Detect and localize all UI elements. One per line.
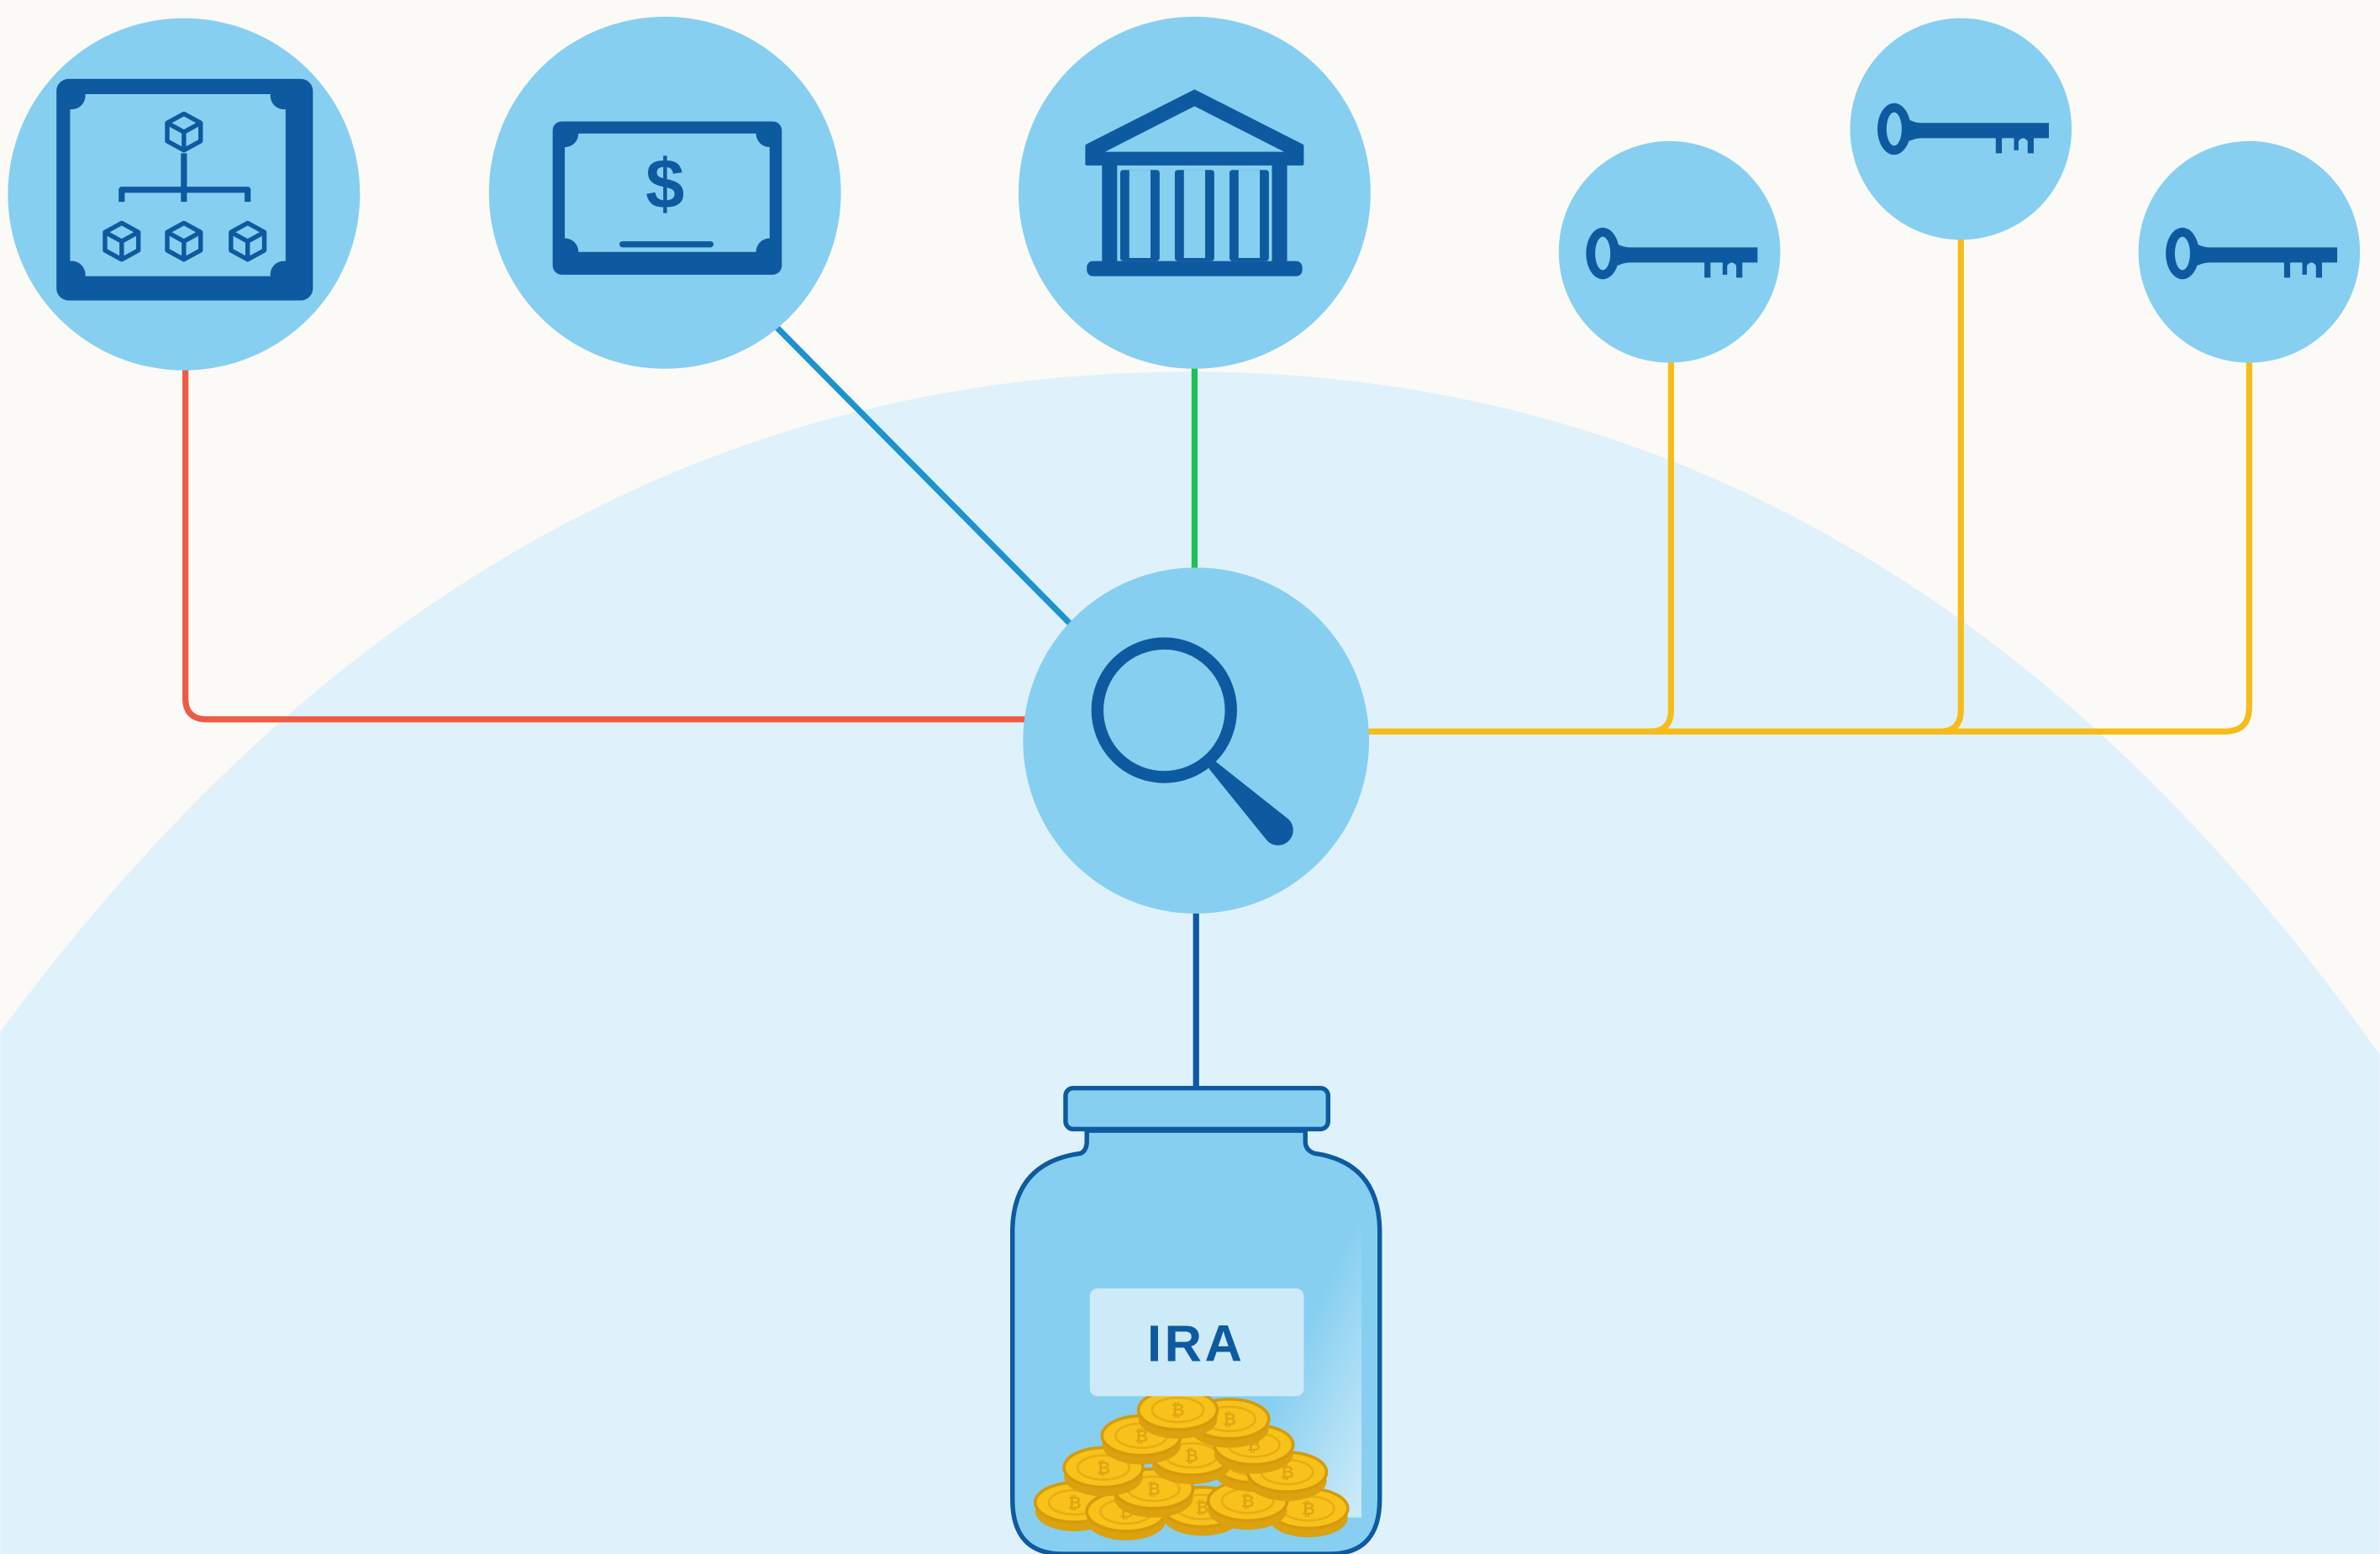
node-blockchain	[8, 18, 361, 371]
connector-keys	[1366, 234, 2252, 735]
node-cash: $	[488, 16, 841, 369]
connector-blockchain	[182, 364, 1033, 723]
background-arc	[0, 371, 2380, 1554]
jar-label	[1089, 1288, 1304, 1397]
jar-label-text: IRA	[1147, 1315, 1245, 1373]
magnifying-glass-icon	[1091, 637, 1293, 845]
node-key-2	[1850, 18, 2072, 240]
blockchain-network-icon	[56, 78, 313, 301]
ira-jar: IRA	[1010, 1085, 1382, 1554]
svg-text:$: $	[645, 145, 684, 223]
bank-building-icon	[1085, 89, 1304, 277]
node-search	[1023, 567, 1370, 914]
connector-cash	[771, 322, 1074, 628]
node-key-3	[2138, 140, 2361, 363]
node-key-1	[1558, 140, 1781, 363]
node-search-circle	[1023, 567, 1370, 914]
node-bank	[1018, 16, 1371, 369]
jar-lid	[1063, 1085, 1331, 1132]
dollar-bill-icon: $	[552, 121, 782, 275]
